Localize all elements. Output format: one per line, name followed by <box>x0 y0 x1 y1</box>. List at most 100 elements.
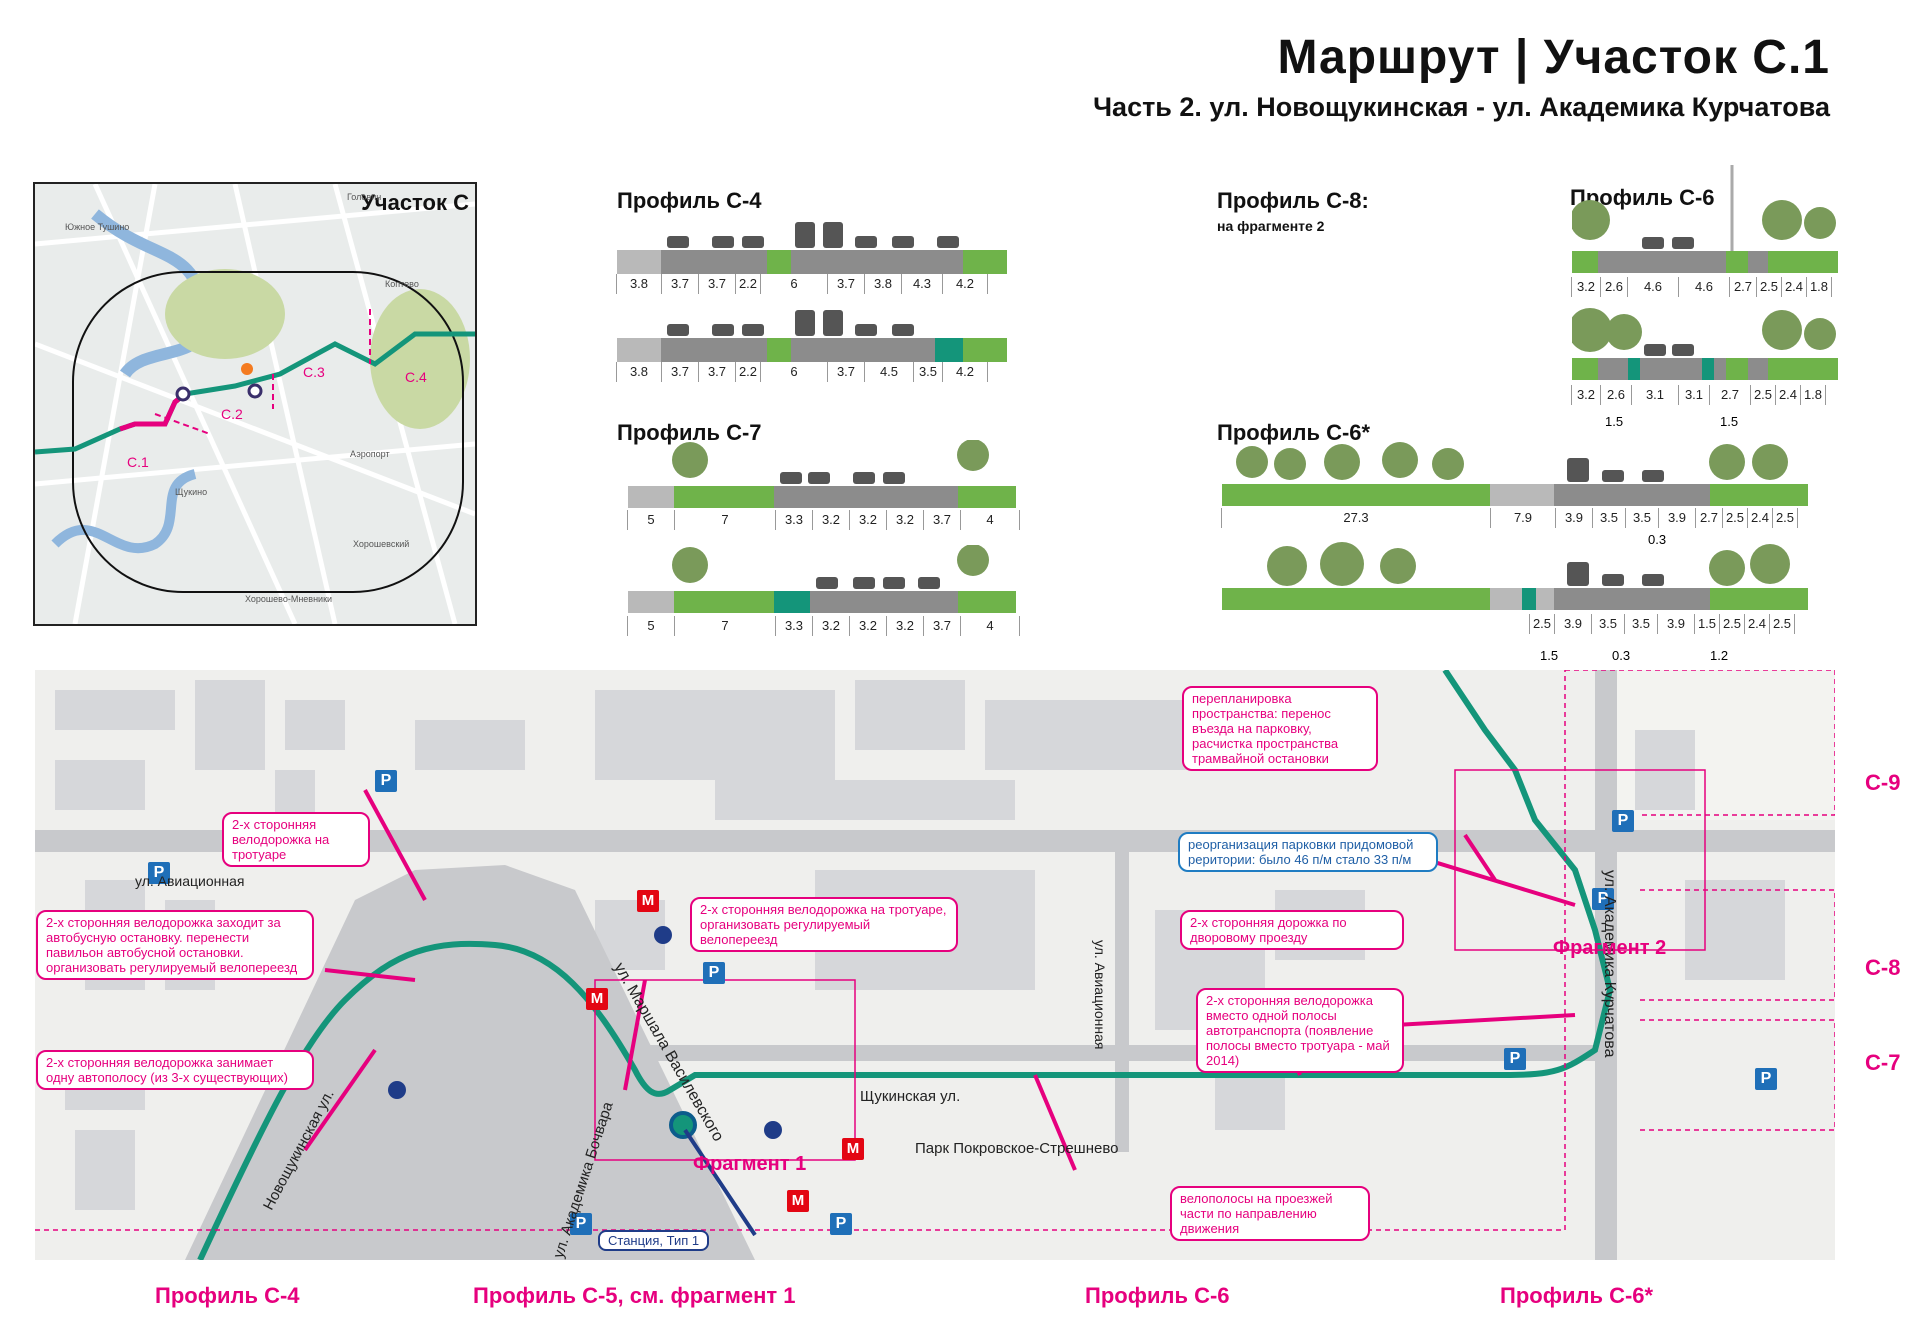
profile-c6s-section-2 <box>1222 536 1808 612</box>
profile-c4-dims-1: 3.8 3.7 3.7 2.2 6 3.7 3.8 4.3 4.2 <box>616 274 988 294</box>
dim-value: 4.3 <box>901 274 943 294</box>
dim-value: 3.5 <box>913 362 943 382</box>
inset-place: Южное Тушино <box>65 222 130 232</box>
dim-value: 4.6 <box>1678 277 1730 297</box>
dim-value: 7.9 <box>1490 508 1556 528</box>
dim-value: 2.2 <box>735 274 761 294</box>
callout-bike-lanes: велополосы на проезжей части по направле… <box>1170 1186 1370 1241</box>
callout-replanning: перепланировка пространства: перенос въе… <box>1182 686 1378 771</box>
dim-value: 6 <box>760 362 828 382</box>
callout-sidewalk-crossing: 2-х сторонняя велодорожка на тротуаре, о… <box>690 897 958 952</box>
callout-yard-path: 2-х сторонняя дорожка по дворовому проез… <box>1180 910 1404 950</box>
profile-c6-dims-1: 3.2 2.6 4.6 4.6 2.7 2.5 2.4 1.8 <box>1571 277 1832 297</box>
profile-c6-section-1 <box>1570 165 1838 275</box>
dim-value: 27.3 <box>1221 508 1491 528</box>
dim-value: 4.6 <box>1627 277 1679 297</box>
route-map-drawing <box>35 670 1835 1260</box>
dim-value: 2.5 <box>1772 508 1798 528</box>
section-label-c8: С-8 <box>1865 955 1901 980</box>
dim-sub-value: 1.5 <box>1720 414 1739 429</box>
dim-value: 2.5 <box>1529 614 1555 634</box>
dim-value: 2.2 <box>735 362 761 382</box>
profile-c6s-drawing <box>1222 442 1808 506</box>
dim-value: 1.5 <box>1694 614 1720 634</box>
fragment-2-label: Фрагмент 2 <box>1553 937 1667 959</box>
profile-c7-dims-2: 5 7 3.3 3.2 3.2 3.2 3.7 4 <box>627 616 1020 636</box>
dim-value: 7 <box>674 616 776 636</box>
dim-value: 3.7 <box>923 616 961 636</box>
profile-c7-title: Профиль С-7 <box>617 420 762 445</box>
profile-c8-note: на фрагменте 2 <box>1217 218 1325 234</box>
dim-value: 2.4 <box>1781 277 1807 297</box>
profile-c4-dims-2: 3.8 3.7 3.7 2.2 6 3.7 4.5 3.5 4.2 <box>616 362 988 382</box>
dim-value: 4.2 <box>942 274 988 294</box>
profile-c7-drawing <box>628 439 1016 508</box>
dim-value: 3.9 <box>1657 614 1695 634</box>
profile-c6s-section-1 <box>1222 432 1808 508</box>
dim-value: 1.8 <box>1800 385 1826 405</box>
dim-value: 2.4 <box>1744 614 1770 634</box>
dim-value: 3.7 <box>698 362 736 382</box>
inset-place: Хорошевский <box>353 539 410 549</box>
profile-c6-drawing <box>1568 308 1838 380</box>
dim-value: 6 <box>760 274 828 294</box>
parking-icon: P <box>375 770 397 792</box>
dim-value: 3.5 <box>1624 614 1658 634</box>
inset-label-c4: С.4 <box>405 369 427 385</box>
metro-icon: M <box>787 1190 809 1212</box>
dim-value: 2.6 <box>1600 385 1632 405</box>
street-label-kurchatov: ул. Академика Курчатова <box>1601 870 1618 1058</box>
dim-value: 3.3 <box>775 616 813 636</box>
dim-value: 3.7 <box>661 274 699 294</box>
profile-c7-section-1 <box>628 439 1016 508</box>
dim-value: 2.5 <box>1719 614 1745 634</box>
profile-c6-section-2 <box>1568 300 1838 382</box>
dim-value: 2.7 <box>1695 508 1723 528</box>
profile-c7-section-2 <box>628 544 1016 613</box>
profile-label-c5: Профиль С-5, см. фрагмент 1 <box>473 1283 796 1308</box>
street-label-aviation: ул. Авиационная <box>135 873 245 889</box>
dim-value: 3.7 <box>661 362 699 382</box>
dim-value: 3.7 <box>827 362 865 382</box>
dim-value: 3.5 <box>1592 508 1626 528</box>
dim-value: 3.2 <box>886 616 924 636</box>
inset-place: Хорошево-Мневники <box>245 594 333 604</box>
dim-value: 2.5 <box>1756 277 1782 297</box>
parking-icon: P <box>1504 1048 1526 1070</box>
parking-icon: P <box>1612 810 1634 832</box>
section-label-c7: С-7 <box>1865 1050 1901 1075</box>
callout-lane-replacement: 2-х сторонняя велодорожка вместо одной п… <box>1196 988 1404 1073</box>
profile-c4-drawing <box>617 222 1007 274</box>
parking-icon: P <box>830 1213 852 1235</box>
dim-value: 3.2 <box>1571 385 1601 405</box>
profile-c7-drawing <box>628 544 1016 613</box>
dim-sub-value: 1.5 <box>1540 648 1559 663</box>
profile-c6s-dims-1: 27.3 7.9 3.9 3.5 3.5 3.9 2.7 2.5 2.4 2.5 <box>1221 508 1798 528</box>
station-label: Станция, Тип 1 <box>598 1230 710 1251</box>
dim-value: 2.4 <box>1775 385 1801 405</box>
inset-place: Аэропорт <box>350 449 390 459</box>
dim-sub-value: 0.3 <box>1648 532 1667 547</box>
parking-icon: P <box>703 962 725 984</box>
profile-c7-dims-1: 5 7 3.3 3.2 3.2 3.2 3.7 4 <box>627 510 1020 530</box>
parking-icon: P <box>148 862 170 884</box>
inset-label-c3: С.3 <box>303 364 325 380</box>
profile-c6s-dims-2: 2.5 3.9 3.5 3.5 3.9 1.5 2.5 2.4 2.5 <box>1529 614 1795 634</box>
route-map <box>35 670 1835 1260</box>
dim-value: 3.8 <box>864 274 902 294</box>
dim-value: 3.2 <box>886 510 924 530</box>
dim-value: 2.7 <box>1709 385 1751 405</box>
street-label-shchukinskaya: Щукинская ул. <box>860 1088 961 1105</box>
metro-icon: M <box>637 890 659 912</box>
inset-title: Участок С <box>361 190 469 215</box>
profile-label-c4: Профиль С-4 <box>155 1283 300 1308</box>
parking-icon: P <box>570 1213 592 1235</box>
inset-place: Головин <box>347 192 382 202</box>
profile-c4-drawing <box>617 310 1007 362</box>
profile-c6-dims-2: 3.2 2.6 3.1 3.1 2.7 2.5 2.4 1.8 <box>1571 385 1826 405</box>
profile-c4-title: Профиль С-4 <box>617 188 762 213</box>
callout-bus-stop: 2-х сторонняя велодорожка заходит за авт… <box>36 910 314 980</box>
dim-value: 4 <box>960 616 1020 636</box>
dim-value: 7 <box>674 510 776 530</box>
profile-c6s-drawing <box>1222 542 1808 610</box>
